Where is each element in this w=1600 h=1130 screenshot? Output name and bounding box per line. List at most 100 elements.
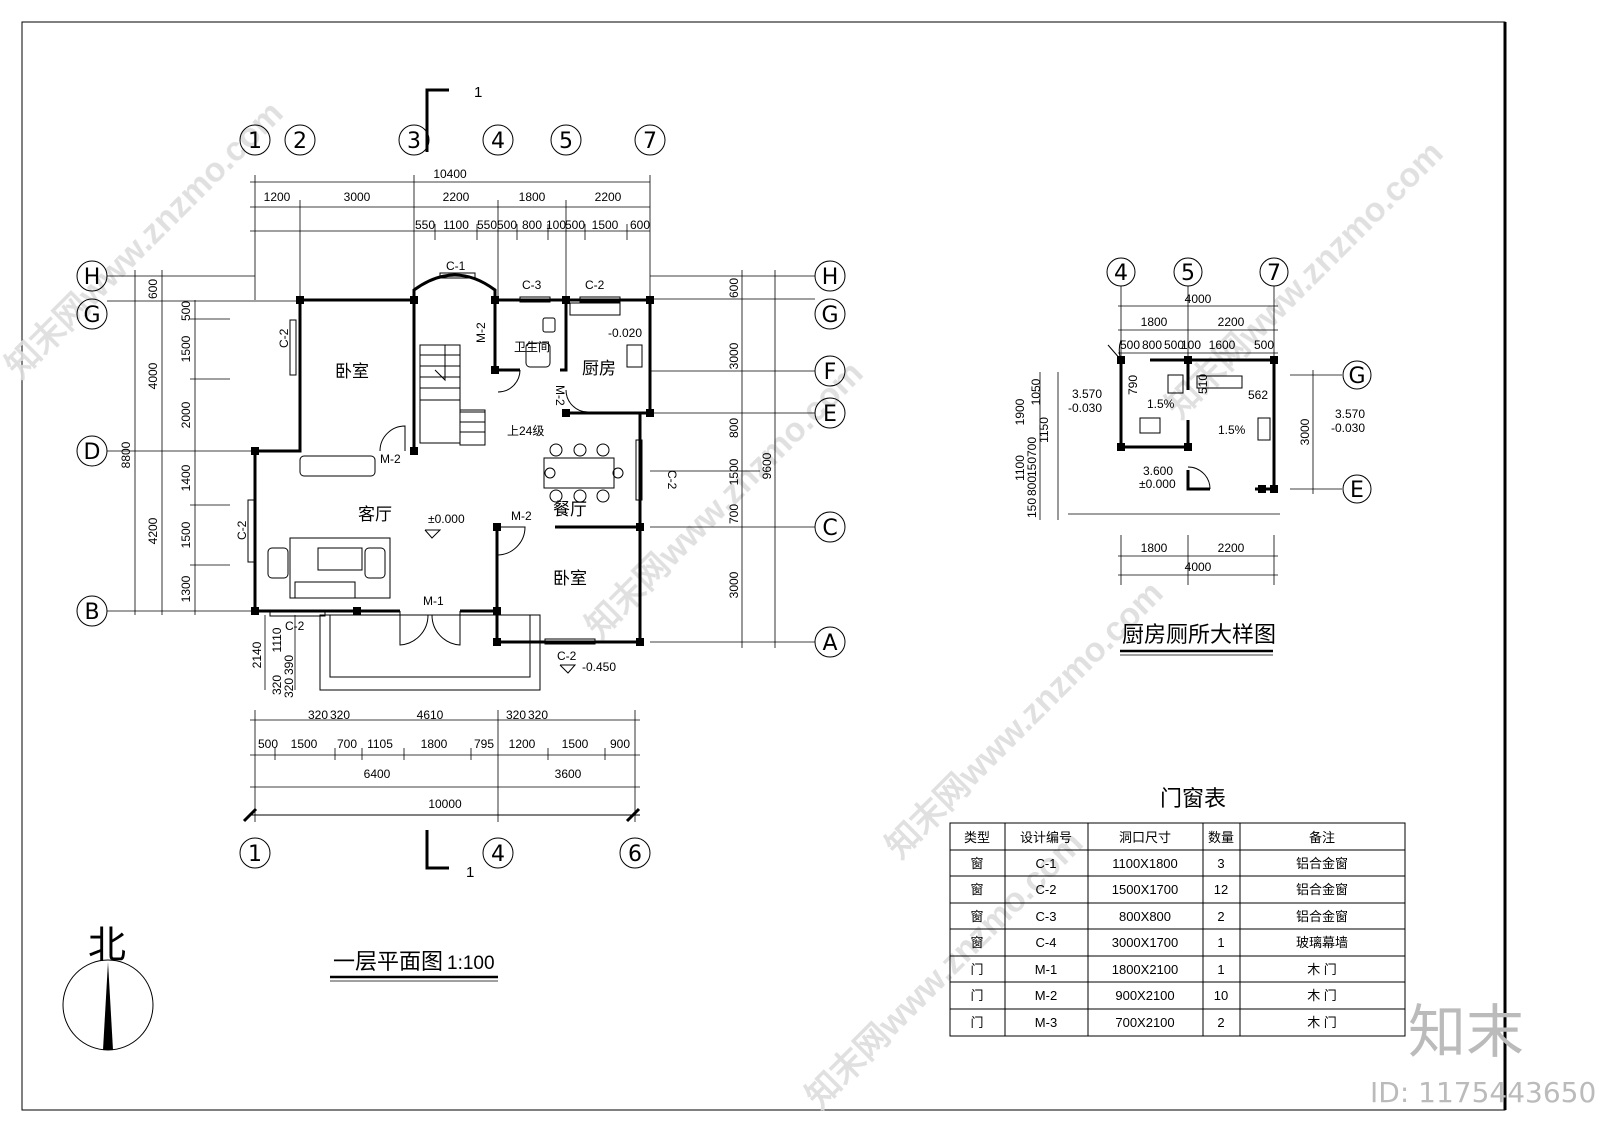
room-label-kitchen: 厨房: [582, 359, 616, 378]
axis-label: 5: [1181, 261, 1195, 286]
dim-text: 500: [258, 737, 278, 751]
dim-text: 4000: [1185, 560, 1212, 574]
window-tag: C-2: [665, 470, 679, 490]
dim-text: 500: [497, 218, 517, 232]
axis-label: H: [84, 265, 101, 290]
dim-text: 320: [270, 675, 284, 695]
table-cell: C-3: [1036, 909, 1057, 924]
table-cell: 3: [1217, 856, 1224, 871]
axis-label: 4: [491, 129, 505, 154]
dim-text: 2000: [179, 401, 193, 428]
table-cell: M-1: [1035, 962, 1057, 977]
level-mark: ±0.000: [428, 512, 465, 526]
table-cell: 窗: [970, 856, 983, 871]
table-cell: 铝合金窗: [1296, 856, 1348, 871]
dim-text: 10000: [428, 797, 462, 811]
detail-walls: [1107, 339, 1278, 493]
dim-text: 500: [1164, 338, 1184, 352]
dim-text: 600: [727, 278, 741, 298]
dim-text: 1110: [270, 627, 284, 652]
id-watermark: ID: 1175443650: [1370, 1076, 1596, 1109]
dim-text: 550: [477, 218, 497, 232]
table-header: 备注: [1309, 830, 1335, 845]
dim-text: 100: [546, 218, 566, 232]
dim-text: 100: [1181, 338, 1201, 352]
table-cell: 窗: [970, 909, 983, 924]
dim-text: 1100: [443, 218, 469, 232]
main-plan: 1 1 1 2 3 4 5 7 10400 1200: [62, 84, 846, 1051]
dim-text: 800: [727, 418, 741, 438]
table-cell: 800X800: [1119, 909, 1171, 924]
table-header: 洞口尺寸: [1119, 830, 1171, 845]
stair-label: 上24级: [507, 424, 544, 438]
table-cell: 1500X1700: [1112, 882, 1179, 897]
dim-text: 2200: [443, 190, 470, 204]
table-cell: 1100X1800: [1112, 856, 1178, 871]
dim-text: 8800: [119, 441, 133, 468]
plan-windows: [247, 272, 643, 645]
dim-text: 320: [282, 678, 296, 698]
table-cell: 木 门: [1307, 962, 1337, 977]
table-cell: 门: [970, 1015, 983, 1030]
dim-text: 1900: [1013, 398, 1027, 425]
dim-text: 700: [337, 737, 357, 751]
dim-text: 562: [1248, 388, 1268, 402]
dim-text: 3600: [555, 767, 582, 781]
dim-text: 4000: [146, 362, 160, 389]
dim-text: 2200: [595, 190, 622, 204]
axis-label: 4: [1114, 261, 1128, 286]
right-axis-bubbles: H G F E C A 600 3000 800 1500 700 3000 9…: [650, 260, 846, 658]
dim-text: 1500: [592, 218, 619, 232]
dim-text: 1500: [179, 335, 193, 362]
dim-text: 800: [1025, 476, 1039, 496]
table-cell: 门: [970, 988, 983, 1003]
table-cell: 窗: [970, 935, 983, 950]
dim-text: 600: [146, 279, 160, 299]
kitchen-toilet-detail: 4 5 7 G E 4000 1800 2200 500 800 500 100: [1013, 257, 1372, 656]
table-cell: C-4: [1036, 935, 1057, 950]
dim-text: 1050: [1029, 378, 1043, 405]
axis-label: 4: [491, 842, 505, 867]
table-cell: 1: [1217, 962, 1224, 977]
detail-axes: 4 5 7 G E: [1106, 257, 1372, 504]
dim-text: 800: [1142, 338, 1162, 352]
room-label-bathroom: 卫生间: [514, 340, 550, 354]
table-cell: 木 门: [1307, 1015, 1337, 1030]
dim-text: 320: [330, 708, 350, 722]
door-window-table: 门窗表 类型 设计编号 洞口尺寸 数量 备注 窗 C-1 1100X1800 3…: [949, 786, 1406, 1037]
sheet-border: [21, 21, 1506, 1111]
level-mark: 3.570: [1335, 407, 1365, 421]
plan-title: 一层平面图: [333, 949, 443, 974]
door-tag: M-2: [474, 322, 488, 343]
dim-text: 1105: [367, 737, 393, 751]
dim-text: 150: [1025, 457, 1039, 477]
bottom-left-dims: 2140 1110 320 390 320: [250, 615, 296, 698]
section-number-bottom: 1: [466, 864, 474, 881]
axis-label: C: [822, 516, 837, 541]
dim-text: 1500: [727, 458, 741, 485]
table-cell: 窗: [970, 882, 983, 897]
top-dimensions: 10400 1200 3000 2200 1800 2200 550 1100 …: [250, 167, 651, 300]
dim-text: 1500: [179, 521, 193, 548]
section-number-top: 1: [474, 84, 482, 101]
watermark-text: 知末网www.znzmo.com: [0, 94, 291, 386]
room-label-bedroom-2: 卧室: [553, 569, 587, 588]
table-cell: 玻璃幕墙: [1296, 935, 1348, 950]
door-tag: M-2: [511, 509, 532, 523]
brand-watermark: 知末: [1408, 998, 1524, 1066]
level-mark: -0.030: [1068, 401, 1102, 415]
door-tag: M-1: [423, 594, 444, 608]
stair: [419, 344, 486, 446]
table-header: 设计编号: [1020, 830, 1072, 845]
level-mark: -0.450: [582, 660, 616, 674]
dim-text: 320: [506, 708, 526, 722]
dim-text: 320: [308, 708, 328, 722]
axis-label: F: [824, 360, 837, 385]
section-mark-top: [425, 88, 449, 152]
table-cell: 10: [1214, 988, 1228, 1003]
dim-text: 4200: [146, 517, 160, 544]
dim-text: 6400: [364, 767, 391, 781]
axis-label: E: [823, 402, 837, 427]
dim-text: 9600: [760, 452, 774, 479]
